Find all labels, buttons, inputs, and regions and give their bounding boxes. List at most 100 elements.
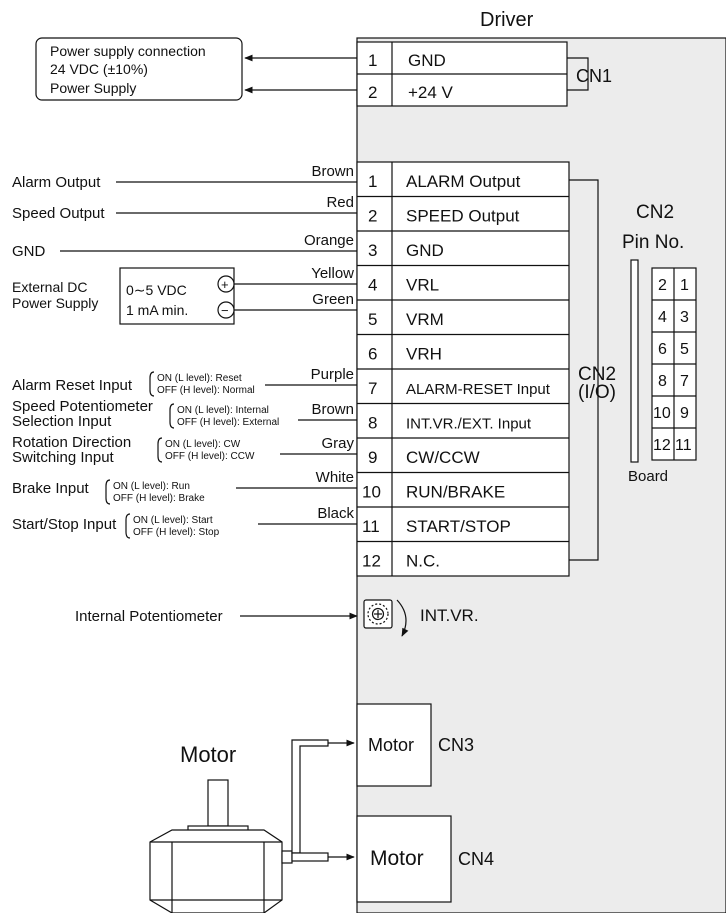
wire-color-9: Gray bbox=[321, 435, 354, 452]
cn2-pin-1: 1 bbox=[368, 172, 377, 191]
cn2-pin-4: 4 bbox=[368, 276, 377, 295]
cn2-signal-3: GND bbox=[406, 241, 444, 260]
alarm-reset-state-off: OFF (H level): Normal bbox=[157, 385, 255, 396]
plus-terminal-symbol: + bbox=[221, 277, 229, 292]
speed-pot-state-on: ON (L level): Internal bbox=[177, 405, 269, 416]
int-vr-label: INT.VR. bbox=[420, 606, 479, 625]
pin-diagram-title-line2: Pin No. bbox=[622, 232, 684, 253]
potentiometer-dial-icon bbox=[363, 599, 409, 637]
wire-label-10: Brake Input bbox=[12, 480, 90, 497]
wire-color-2: Red bbox=[326, 194, 354, 211]
cn4-motor-box bbox=[356, 815, 452, 903]
cn1-label: CN1 bbox=[576, 66, 612, 86]
cn1-pin-1: 1 bbox=[368, 51, 377, 70]
cn2-pin-12: 12 bbox=[362, 552, 381, 571]
external-dc-box bbox=[119, 267, 235, 325]
wire-color-8: Brown bbox=[311, 401, 354, 418]
wire-label2-9: Switching Input bbox=[12, 449, 115, 466]
pin-cell-3: 3 bbox=[680, 309, 689, 326]
start-stop-state-off: OFF (H level): Stop bbox=[133, 527, 220, 538]
wire-label-2: Speed Output bbox=[12, 205, 105, 222]
cn3-motor-box bbox=[356, 703, 432, 787]
pin-cell-4: 4 bbox=[658, 309, 667, 326]
cn2-signal-12: N.C. bbox=[406, 552, 440, 571]
motor-cable bbox=[291, 739, 355, 862]
cn1-name-1: GND bbox=[408, 51, 446, 70]
speed-pot-bracket-open bbox=[169, 403, 175, 429]
cn2-pin-2: 2 bbox=[368, 207, 377, 226]
external-dc-voltage: 0∼5 VDC bbox=[126, 282, 187, 298]
power-supply-line3: Power Supply bbox=[50, 80, 136, 96]
wire-color-5: Green bbox=[312, 291, 354, 308]
brake-state-off: OFF (H level): Brake bbox=[113, 493, 205, 504]
external-dc-current: 1 mA min. bbox=[126, 302, 188, 318]
pin-cell-6: 6 bbox=[658, 341, 667, 358]
pin-cell-7: 7 bbox=[680, 373, 689, 390]
plus-terminal-icon bbox=[217, 275, 235, 293]
motor-icon bbox=[149, 779, 293, 913]
cn2-pin-6: 6 bbox=[368, 345, 377, 364]
cn1-name-2: +24 V bbox=[408, 83, 454, 102]
wire-label2-8: Selection Input bbox=[12, 413, 112, 430]
cn2-signal-1: ALARM Output bbox=[406, 172, 521, 191]
rotation-state-off: OFF (H level): CCW bbox=[165, 451, 255, 462]
alarm-reset-bracket-open bbox=[149, 371, 155, 397]
cn2-table: 1 ALARM Output 2 SPEED Output 3 GND 4 VRL 5 VRM 6 V… bbox=[356, 161, 570, 577]
cn2-signal-11: START/STOP bbox=[406, 517, 511, 536]
wire-group: BrownRedOrangeYellowGreenPurpleBrownGray… bbox=[12, 163, 357, 539]
pin-diagram-board-edge bbox=[630, 259, 639, 463]
cn4-motor-label: Motor bbox=[370, 847, 424, 870]
cn2-signal-4: VRL bbox=[406, 276, 439, 295]
cn2-pin-5: 5 bbox=[368, 310, 377, 329]
wire-label-3: GND bbox=[12, 243, 46, 260]
rotation-state-on: ON (L level): CW bbox=[165, 439, 241, 450]
motor-label: Motor bbox=[180, 742, 236, 767]
wire-label-7: Alarm Reset Input bbox=[12, 377, 133, 394]
cn2-pin-7: 7 bbox=[368, 379, 377, 398]
wire-color-11: Black bbox=[317, 505, 354, 522]
power-supply-line1: Power supply connection bbox=[50, 43, 206, 59]
minus-terminal-symbol: − bbox=[221, 303, 229, 318]
wire-color-7: Purple bbox=[311, 366, 354, 383]
wire-color-4: Yellow bbox=[311, 265, 354, 282]
pin-cell-2: 2 bbox=[658, 277, 667, 294]
cn2-pin-11: 11 bbox=[362, 517, 380, 536]
pin-cell-8: 8 bbox=[658, 373, 667, 390]
rotation-bracket-open bbox=[157, 437, 163, 463]
wire-label-11: Start/Stop Input bbox=[12, 516, 117, 533]
cn3-motor-label: Motor bbox=[368, 735, 414, 755]
cn3-label: CN3 bbox=[438, 735, 474, 755]
cn2-pin-9: 9 bbox=[368, 448, 377, 467]
cn4-label: CN4 bbox=[458, 849, 494, 869]
pin-cell-9: 9 bbox=[680, 405, 689, 422]
external-dc-label-line2: Power Supply bbox=[12, 295, 98, 311]
wire-label-9: Rotation Direction bbox=[12, 434, 131, 451]
cn2-signal-6: VRH bbox=[406, 345, 442, 364]
cn2-pin-10: 10 bbox=[362, 483, 381, 502]
cn1-table: 1 GND 2 +24 V bbox=[356, 41, 568, 107]
wire-color-10: White bbox=[316, 469, 354, 486]
pin-cell-10: 10 bbox=[653, 405, 671, 422]
cn2-signal-9: CW/CCW bbox=[406, 448, 480, 467]
pin-diagram-board-label: Board bbox=[628, 468, 668, 485]
cn2-label-line2: (I/O) bbox=[578, 382, 616, 403]
brake-state-on: ON (L level): Run bbox=[113, 481, 190, 492]
cn2-label-line1: CN2 bbox=[578, 364, 616, 385]
brake-bracket-open bbox=[105, 479, 111, 505]
driver-title: Driver bbox=[480, 9, 534, 31]
cn2-signal-5: VRM bbox=[406, 310, 444, 329]
pin-cell-5: 5 bbox=[680, 341, 689, 358]
alarm-reset-state-on: ON (L level): Reset bbox=[157, 373, 242, 384]
speed-pot-state-off: OFF (H level): External bbox=[177, 417, 279, 428]
cn2-signal-2: SPEED Output bbox=[406, 207, 520, 226]
cn2-pin-8: 8 bbox=[368, 414, 377, 433]
start-stop-state-on: ON (L level): Start bbox=[133, 515, 213, 526]
cn2-signal-8: INT.VR./EXT. Input bbox=[406, 416, 532, 433]
power-supply-box bbox=[35, 37, 243, 101]
cn2-pin-3: 3 bbox=[368, 241, 377, 260]
cn2-signal-7: ALARM-RESET Input bbox=[406, 381, 551, 398]
minus-terminal-icon bbox=[217, 301, 235, 319]
pin-cell-11: 11 bbox=[675, 437, 692, 454]
